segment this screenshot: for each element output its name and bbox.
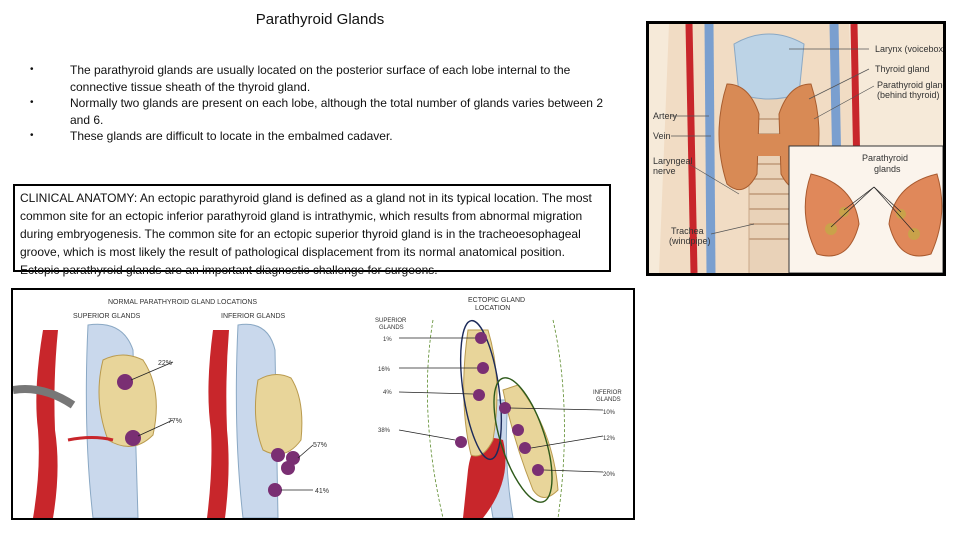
label-vein: Vein	[653, 131, 671, 141]
bullet-dot: •	[30, 130, 34, 141]
gland-marker	[455, 436, 467, 448]
gland-marker	[512, 424, 524, 436]
label-artery: Artery	[653, 111, 678, 121]
label-thyroid: Thyroid gland	[875, 64, 930, 74]
ectopic-title-1: ECTOPIC GLAND	[468, 297, 525, 304]
bullet-text: These glands are difficult to locate in …	[70, 129, 393, 143]
thyroid-anatomy-figure: Larynx (voicebox) Thyroid gland Parathyr…	[646, 21, 948, 276]
ectopic-left-1: 1%	[383, 337, 392, 343]
sup-pct-b: 77%	[168, 418, 182, 425]
ectopic-left-3: 4%	[383, 390, 392, 396]
gland-marker	[473, 389, 485, 401]
bullet-item: • These glands are difficult to locate in…	[30, 128, 610, 145]
ectopic-right-1: 10%	[603, 410, 616, 416]
bullet-text: The parathyroid glands are usually locat…	[70, 63, 571, 94]
label-trachea-1: Trachea	[671, 226, 704, 236]
label-larynx: Larynx (voicebox)	[875, 44, 943, 54]
normal-locations-title: NORMAL PARATHYROID GLAND LOCATIONS	[108, 299, 257, 306]
label-laryngeal-2: nerve	[653, 166, 676, 176]
ectopic-inferior-1: INFERIOR	[593, 390, 622, 396]
ectopic-superior-1: SUPERIOR	[375, 318, 407, 324]
gland-locations-figure: NORMAL PARATHYROID GLAND LOCATIONS SUPER…	[11, 288, 635, 520]
gland-marker	[477, 362, 489, 374]
thyroid-anatomy-illustration: Larynx (voicebox) Thyroid gland Parathyr…	[649, 23, 948, 275]
bullet-item: • Normally two glands are present on each…	[30, 95, 610, 128]
gland-marker	[125, 430, 141, 446]
gland-marker	[519, 442, 531, 454]
label-trachea-2: (windpipe)	[669, 236, 711, 246]
label-parathyroid-2: (behind thyroid)	[877, 90, 940, 100]
gland-marker	[268, 483, 282, 497]
slide-title: Parathyroid Glands	[255, 11, 385, 28]
inf-pct-b: 41%	[315, 488, 329, 495]
bullet-text: Normally two glands are present on each …	[70, 96, 603, 127]
label-laryngeal-1: Laryngeal	[653, 156, 693, 166]
ectopic-inferior-2: GLANDS	[596, 397, 621, 403]
gland-marker	[475, 332, 487, 344]
gland-marker	[532, 464, 544, 476]
bullet-item: • The parathyroid glands are usually loca…	[30, 62, 610, 95]
superior-glands-title: SUPERIOR GLANDS	[73, 313, 141, 320]
inferior-glands-title: INFERIOR GLANDS	[221, 313, 286, 320]
label-parathyroid-1: Parathyroid gland	[877, 80, 943, 90]
gland-marker	[117, 374, 133, 390]
bullet-list: • The parathyroid glands are usually loca…	[30, 62, 610, 145]
clinical-anatomy-box: CLINICAL ANATOMY: An ectopic parathyroid…	[13, 184, 611, 277]
label-inset-1: Parathyroid	[862, 153, 908, 163]
ectopic-right-3: 20%	[603, 472, 616, 478]
ectopic-superior-2: GLANDS	[379, 325, 404, 331]
label-inset-2: glands	[874, 164, 901, 174]
sup-pct-a: 22%	[158, 360, 172, 367]
gland-marker	[499, 402, 511, 414]
inf-pct-a: 57%	[313, 442, 327, 449]
ectopic-left-2: 16%	[378, 367, 391, 373]
gland-locations-illustration: NORMAL PARATHYROID GLAND LOCATIONS SUPER…	[12, 290, 633, 519]
bullet-dot: •	[30, 97, 34, 108]
bullet-dot: •	[30, 64, 34, 75]
ectopic-left-4: 38%	[378, 428, 391, 434]
ectopic-right-2: 12%	[603, 436, 616, 442]
gland-marker	[281, 461, 295, 475]
ectopic-title-2: LOCATION	[475, 305, 510, 312]
gland-marker	[271, 448, 285, 462]
